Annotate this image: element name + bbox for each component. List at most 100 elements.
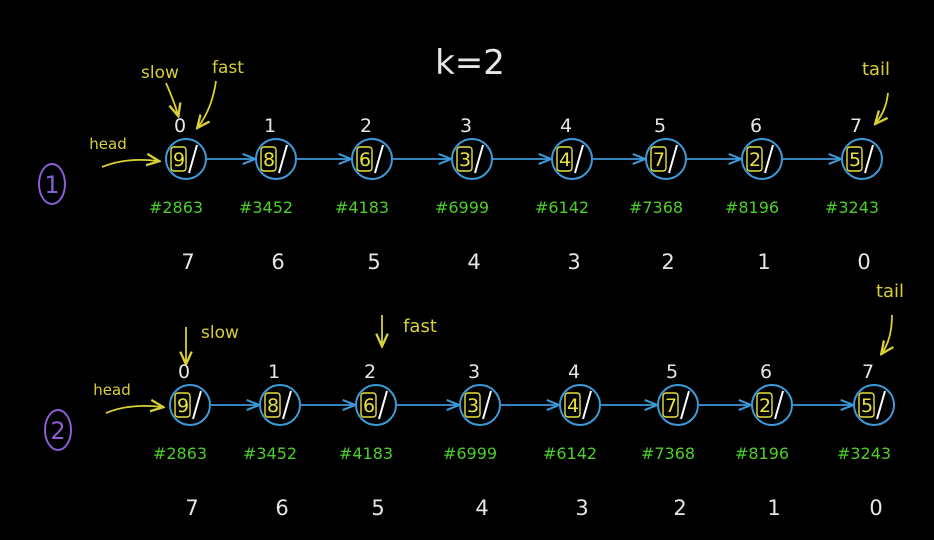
node-value: 2	[759, 395, 771, 417]
node-index: 5	[666, 361, 678, 383]
node-address: #7368	[629, 198, 683, 217]
node-address: #6142	[543, 444, 597, 463]
head-arrow	[105, 406, 162, 414]
node-next-divider	[482, 390, 492, 420]
list-node: 9 0 #2863 7	[153, 361, 258, 520]
node-address: #8196	[735, 444, 789, 463]
node-value: 4	[567, 395, 579, 417]
node-value: 8	[263, 149, 275, 171]
node-value: 7	[665, 395, 677, 417]
node-value-box	[356, 146, 373, 172]
node-circle	[259, 384, 301, 426]
node-index: 0	[178, 361, 190, 383]
slow-arrow	[165, 82, 178, 115]
node-value: 8	[267, 395, 279, 417]
node-next-divider	[192, 390, 202, 420]
node-circle	[657, 384, 699, 426]
node-next-divider	[378, 390, 388, 420]
node-value: 7	[653, 149, 665, 171]
tail-label: tail	[862, 59, 890, 80]
node-index: 5	[654, 115, 666, 137]
node-reverse-index: 1	[767, 496, 780, 520]
node-address: #3452	[239, 198, 293, 217]
node-value-box	[556, 146, 573, 172]
node-next-divider	[574, 144, 584, 174]
node-address: #7368	[641, 444, 695, 463]
node-address: #3243	[837, 444, 891, 463]
node-next-divider	[374, 144, 384, 174]
node-circle	[645, 138, 687, 180]
node-next-divider	[582, 390, 592, 420]
node-reverse-index: 0	[857, 250, 870, 274]
node-value-box	[174, 392, 191, 418]
node-circle	[459, 384, 501, 426]
node-value: 6	[363, 395, 375, 417]
node-circle	[165, 138, 207, 180]
node-circle	[255, 138, 297, 180]
node-address: #2863	[149, 198, 203, 217]
list-node: 7 5 #7368 2	[629, 115, 740, 274]
node-value-box	[360, 392, 377, 418]
node-value: 2	[749, 149, 761, 171]
node-value: 6	[359, 149, 371, 171]
node-value-box	[746, 146, 763, 172]
list-node: 5 7 #3243 0	[837, 361, 895, 520]
node-next-divider	[474, 144, 484, 174]
node-reverse-index: 3	[575, 496, 588, 520]
fast-arrow	[198, 80, 217, 127]
node-value-box	[650, 146, 667, 172]
node-index: 3	[460, 115, 472, 137]
head-arrow	[101, 160, 158, 168]
diagram-title: k=2	[435, 43, 505, 83]
node-address: #4183	[339, 444, 393, 463]
node-value: 3	[459, 149, 471, 171]
node-reverse-index: 4	[475, 496, 488, 520]
node-next-divider	[774, 390, 784, 420]
node-reverse-index: 2	[661, 250, 674, 274]
node-circle	[451, 138, 493, 180]
list-row-2: 290#2863781#3452662#4183533#6999444#6142…	[44, 281, 904, 520]
node-reverse-index: 5	[367, 250, 380, 274]
node-reverse-index: 7	[185, 496, 198, 520]
node-index: 4	[568, 361, 580, 383]
node-value-box	[858, 392, 875, 418]
row-marker-circle	[38, 163, 66, 205]
node-circle	[741, 138, 783, 180]
node-index: 1	[268, 361, 280, 383]
node-value: 3	[467, 395, 479, 417]
row-marker-label: 2	[50, 417, 65, 445]
node-circle	[853, 384, 895, 426]
node-index: 7	[862, 361, 874, 383]
node-index: 2	[364, 361, 376, 383]
node-reverse-index: 3	[567, 250, 580, 274]
node-address: #3243	[825, 198, 879, 217]
node-next-divider	[282, 390, 292, 420]
node-index: 1	[264, 115, 276, 137]
node-value: 4	[559, 149, 571, 171]
node-address: #2863	[153, 444, 207, 463]
node-address: #3452	[243, 444, 297, 463]
node-index: 6	[760, 361, 772, 383]
tail-label: tail	[876, 281, 904, 302]
node-value-box	[846, 146, 863, 172]
node-next-divider	[278, 144, 288, 174]
node-circle	[169, 384, 211, 426]
node-reverse-index: 0	[869, 496, 882, 520]
node-circle	[841, 138, 883, 180]
node-value: 9	[177, 395, 189, 417]
node-index: 4	[560, 115, 572, 137]
row-marker-circle	[44, 409, 72, 451]
node-address: #4183	[335, 198, 389, 217]
list-node: 2 6 #8196 1	[735, 361, 852, 520]
node-value: 5	[861, 395, 873, 417]
node-value-box	[170, 146, 187, 172]
node-circle	[551, 138, 593, 180]
node-value: 9	[173, 149, 185, 171]
slow-label: slow	[141, 63, 179, 83]
